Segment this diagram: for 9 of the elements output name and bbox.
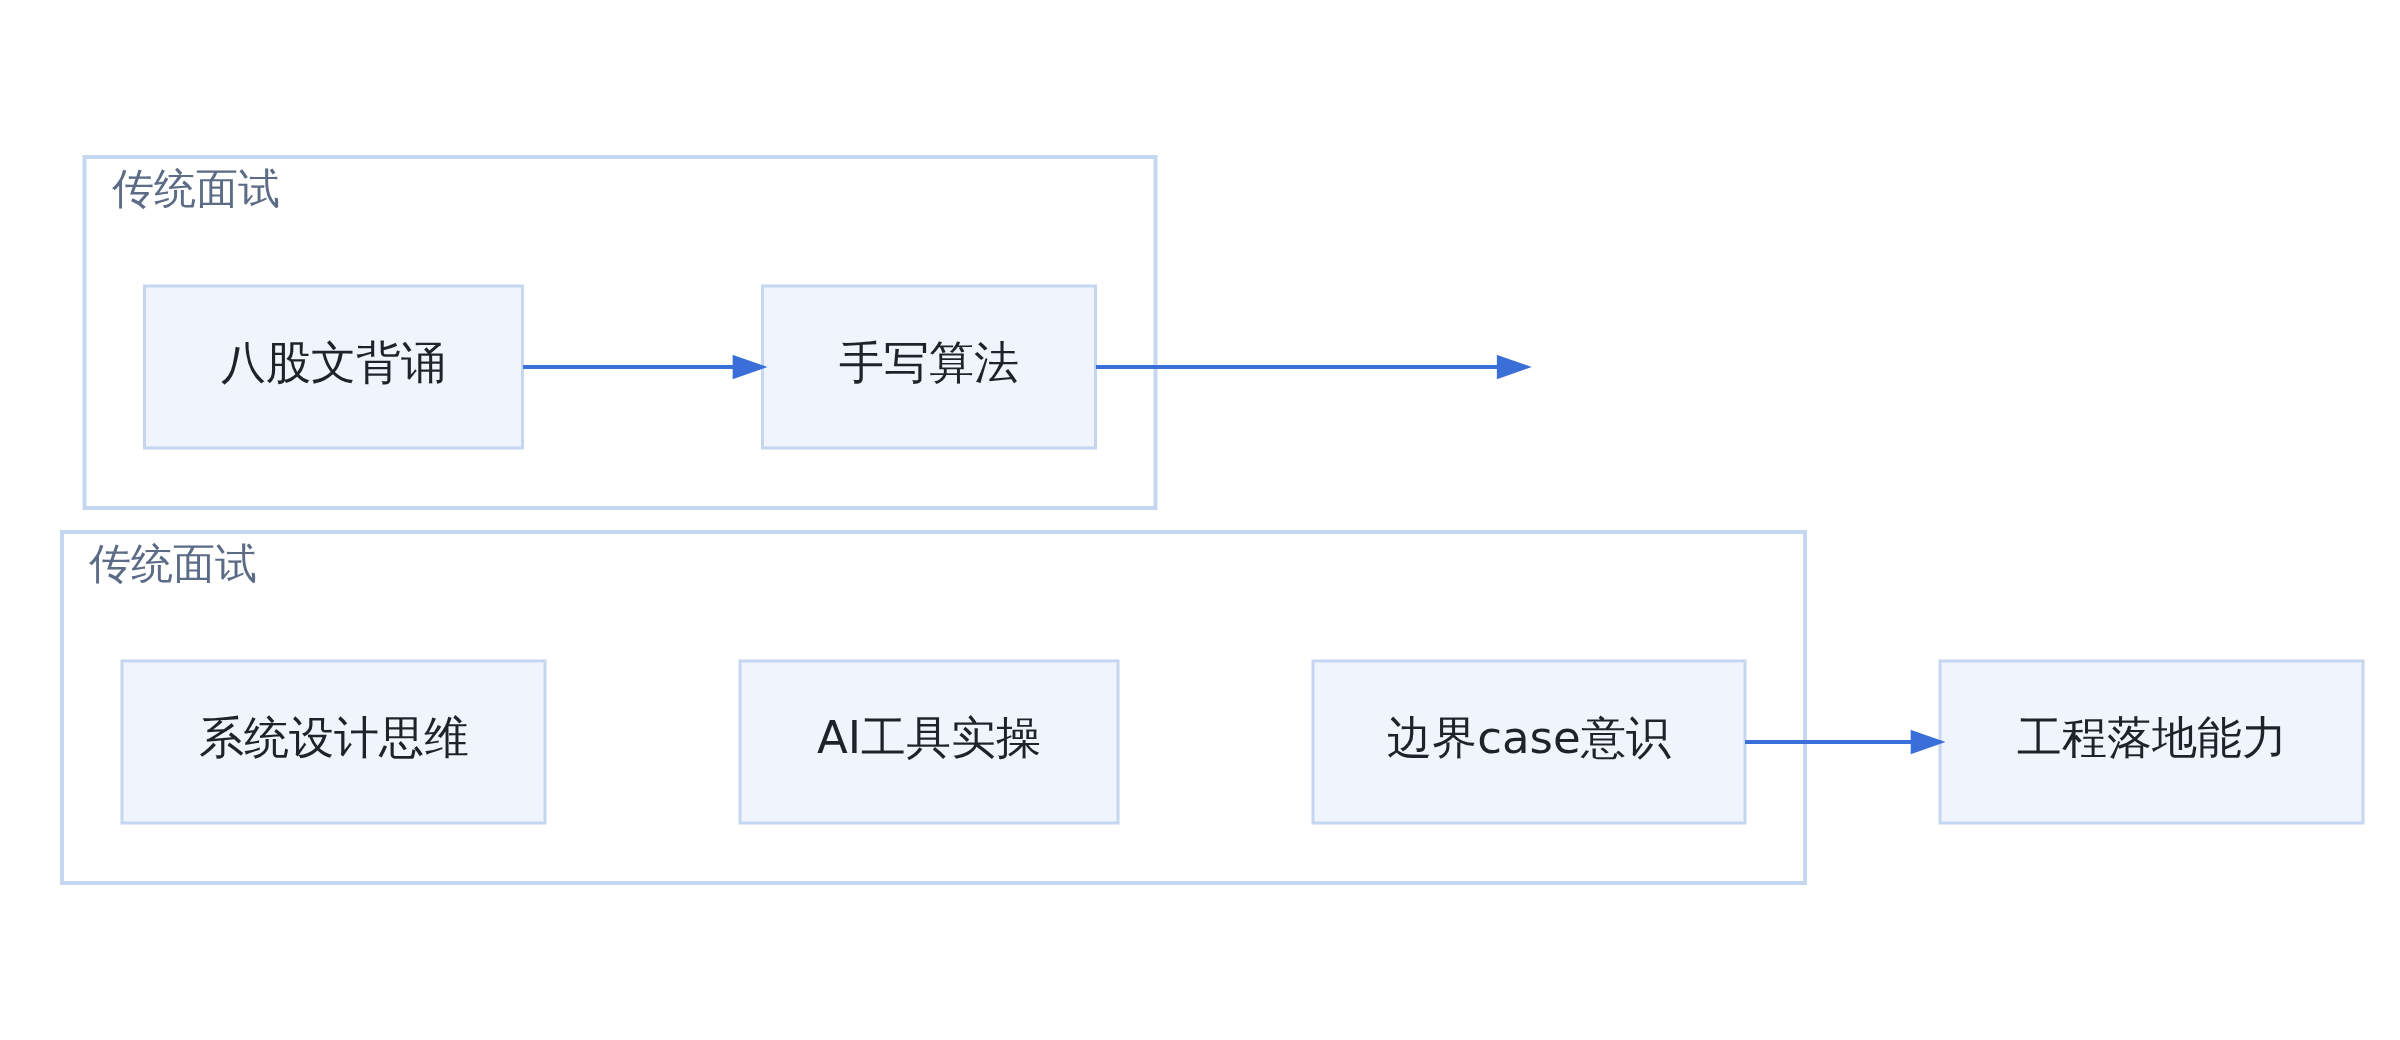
arrow [522, 354, 767, 380]
node-box: 系统设计思维 [120, 659, 546, 825]
node-box: 手写算法 [760, 284, 1097, 450]
node-box: AI工具实操 [738, 659, 1119, 825]
node-box: 边界case意识 [1311, 659, 1746, 825]
arrow [1095, 354, 1532, 380]
node-box: 工程落地能力 [1938, 659, 2364, 825]
arrow [1744, 729, 1946, 755]
node-box: 八股文背诵 [142, 284, 524, 450]
